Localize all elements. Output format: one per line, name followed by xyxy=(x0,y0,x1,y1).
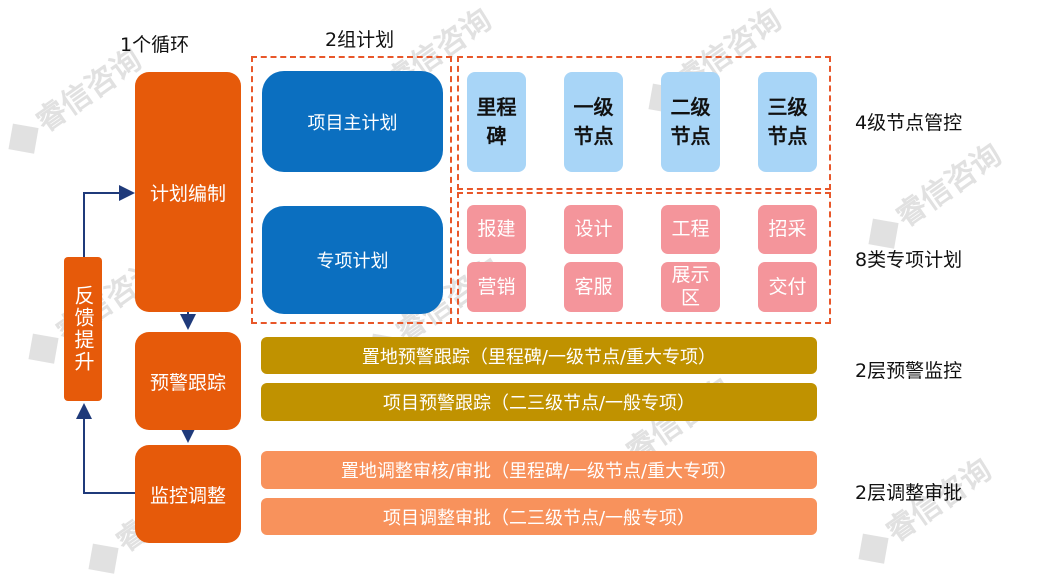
special-plans-frame xyxy=(457,192,831,324)
special-item-showroom: 展示区 xyxy=(661,262,720,312)
label-plans: 2组计划 xyxy=(325,29,395,51)
adjust-row-project: 项目调整审批（二三级节点/一般专项） xyxy=(261,498,817,535)
special-item-delivery: 交付 xyxy=(758,262,817,312)
warning-row-group: 置地预警跟踪（里程碑/一级节点/重大专项） xyxy=(261,337,817,374)
arrow-feedback-to-plan xyxy=(83,185,135,257)
node-level-2: 二级节点 xyxy=(661,72,720,172)
special-item-design: 设计 xyxy=(564,205,623,254)
label-cycle: 1个循环 xyxy=(120,34,190,56)
label-node-control: 4级节点管控 xyxy=(855,112,963,134)
special-item-service: 客服 xyxy=(564,262,623,312)
special-item-marketing: 营销 xyxy=(467,262,526,312)
label-special-plans: 8类专项计划 xyxy=(855,249,963,271)
node-milestone: 里程碑 xyxy=(467,72,526,172)
label-adjust: 2层调整审批 xyxy=(855,482,963,504)
plan-group-frame xyxy=(251,56,452,324)
adjust-row-group: 置地调整审核/审批（里程碑/一级节点/重大专项） xyxy=(261,451,817,489)
process-plan-box: 计划编制 xyxy=(135,72,241,312)
label-warning: 2层预警监控 xyxy=(855,360,963,382)
special-item-procurement: 招采 xyxy=(758,205,817,254)
warning-row-project: 项目预警跟踪（二三级节点/一般专项） xyxy=(261,383,817,421)
feedback-box: 反馈提升 xyxy=(64,257,102,401)
node-level-3: 三级节点 xyxy=(758,72,817,172)
node-level-1: 一级节点 xyxy=(564,72,623,172)
arrow-monitor-to-feedback xyxy=(76,403,135,494)
special-plan-box: 专项计划 xyxy=(262,206,443,314)
connector-arrows xyxy=(76,185,196,494)
special-item-permit: 报建 xyxy=(467,205,526,254)
main-plan-box: 项目主计划 xyxy=(262,71,443,172)
process-monitor-box: 监控调整 xyxy=(135,445,241,543)
special-item-engineering: 工程 xyxy=(661,205,720,254)
node-control-frame xyxy=(457,56,831,190)
process-warn-box: 预警跟踪 xyxy=(135,332,241,430)
